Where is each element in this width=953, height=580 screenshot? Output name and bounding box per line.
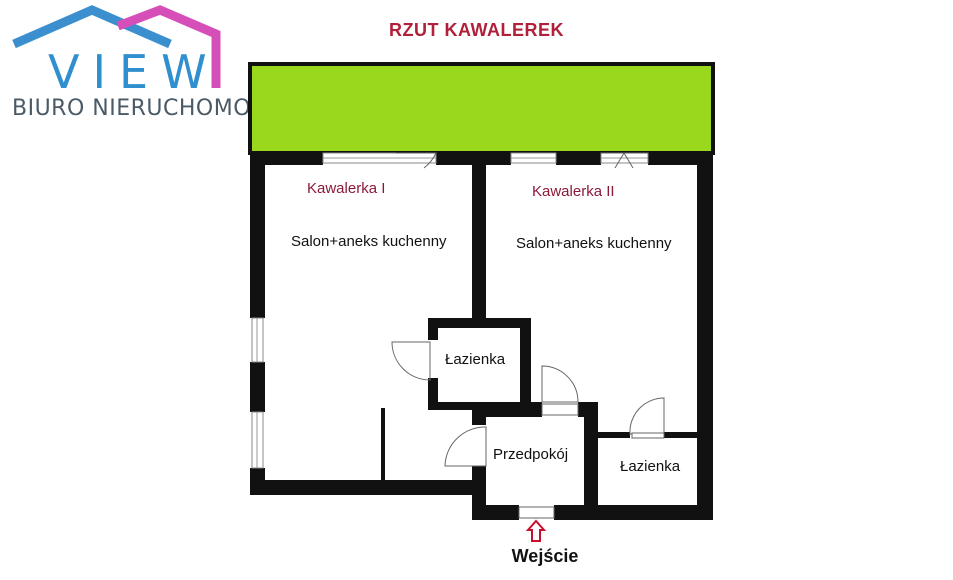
logo-roof-left [12, 5, 172, 49]
outer-walls [250, 151, 713, 520]
balcony [248, 62, 715, 155]
doors [391, 152, 665, 519]
unit-2-living-room-label: Salon+aneks kuchenny [516, 235, 672, 252]
entrance-arrow [525, 519, 547, 542]
plan-title: RZUT KAWALEREK [389, 20, 564, 40]
interior-walls [381, 151, 713, 520]
unit-2-label: Kawalerka II [532, 183, 615, 200]
logo-subtitle: BIURO NIERUCHOMOŚCI [12, 96, 289, 121]
entrance-label: Wejście [511, 546, 579, 566]
unit-1-label: Kawalerka I [307, 180, 386, 197]
logo-roof-right [116, 5, 221, 88]
logo-brand: VIEW [48, 45, 220, 99]
unit-1-bathroom-label: Łazienka [445, 351, 506, 368]
unit-1-living-room-label: Salon+aneks kuchenny [291, 233, 447, 250]
hall-label: Przedpokój [493, 446, 569, 463]
window-lines [256, 157, 648, 468]
logo: VIEW [12, 5, 221, 99]
unit-2-bathroom-label: Łazienka [620, 458, 681, 475]
